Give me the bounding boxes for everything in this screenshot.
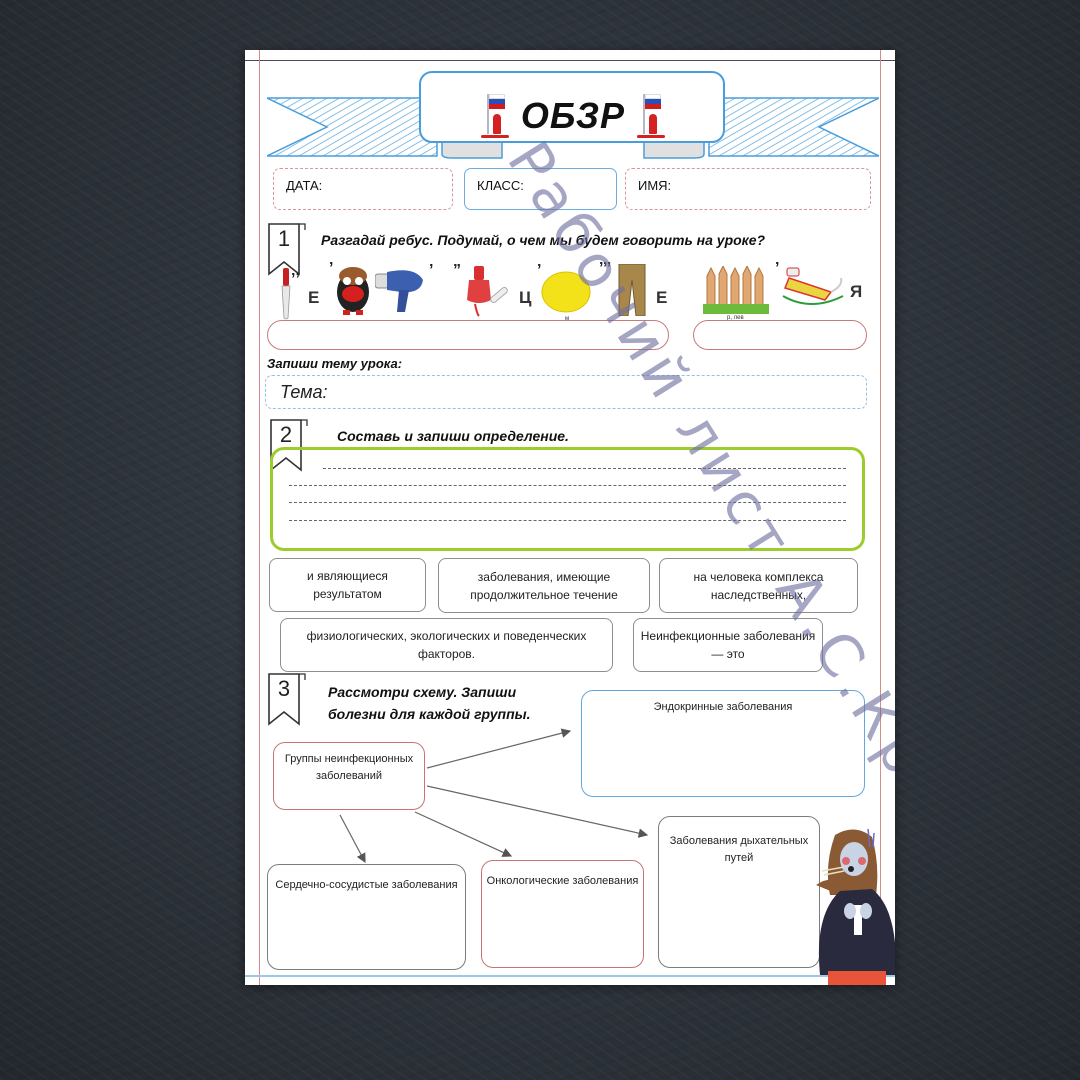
task-1-bookmark-icon: 1: [267, 220, 306, 276]
rebus-answer-field-2[interactable]: [693, 320, 867, 350]
date-label: ДАТА:: [286, 178, 323, 193]
rebus-letter: Я: [850, 282, 863, 301]
task-2-title: Составь и запиши определение.: [337, 428, 569, 444]
title-banner: ОБЗР: [267, 70, 879, 162]
name-field[interactable]: ИМЯ:: [625, 168, 871, 210]
definition-fragment[interactable]: и являющиеся результатом: [269, 558, 426, 612]
answer-line: [323, 468, 846, 469]
task-1-number: 1: [277, 226, 291, 251]
definition-fragment[interactable]: физиологических, экологических и поведен…: [280, 618, 613, 672]
answer-line: [289, 485, 846, 486]
lemon-icon: [541, 271, 591, 313]
rebus-letter: Ц: [519, 288, 532, 307]
trousers-icon: [618, 264, 646, 316]
class-label: КЛАСС:: [477, 178, 524, 193]
definition-answer-area[interactable]: [270, 447, 865, 551]
rebus-letter: Е: [308, 288, 320, 307]
left-margin-line: [259, 50, 260, 985]
banner-title-group: ОБЗР: [442, 88, 704, 144]
worksheet-page: ОБЗР ДАТА: КЛАСС: ИМЯ: 1 Разгадай ребус.…: [245, 50, 895, 985]
right-margin-line: [880, 50, 881, 985]
group-box-cardiovascular[interactable]: Сердечно-сосудистые заболевания: [267, 864, 466, 970]
task-3-number: 3: [277, 676, 291, 701]
penguin-pilot-icon: [337, 267, 369, 315]
group-box-oncological[interactable]: Онкологические заболевания: [481, 860, 644, 968]
russian-flag-soldier-icon: [637, 92, 666, 140]
bottom-rule: [245, 975, 895, 977]
rebus-puzzle: ‚‚ Е ’ ’ ” Ц ’ м ’’’ Е р, лев ’ Я: [275, 260, 875, 322]
theme-field-label: Тема:: [280, 382, 328, 402]
theme-prompt: Запиши тему урока:: [267, 356, 403, 371]
rebus-answer-field-1[interactable]: [267, 320, 669, 350]
task-3-bookmark-icon: 3: [267, 670, 306, 726]
answer-line: [289, 520, 846, 521]
definition-fragment[interactable]: на человека комплекса наследственных,: [659, 558, 858, 613]
task-3-title: Рассмотри схему. Запиши болезни для кажд…: [328, 684, 531, 722]
rebus-letter: Е: [656, 288, 668, 307]
task-2-number: 2: [279, 422, 293, 447]
task-1-title: Разгадай ребус. Подумай, о чем мы будем …: [321, 232, 766, 248]
sled-icon: [782, 267, 844, 305]
diagram-arrows: [339, 728, 649, 864]
knife-icon: [281, 268, 291, 320]
russian-flag-soldier-icon: [480, 92, 509, 140]
coughing-girl-illustration: [816, 828, 895, 985]
definition-fragment[interactable]: Неинфекционные заболевания — это: [633, 618, 823, 672]
hair-dryer-icon: [375, 270, 423, 312]
class-field[interactable]: КЛАСС:: [464, 168, 617, 210]
date-field[interactable]: ДАТА:: [273, 168, 453, 210]
theme-input[interactable]: Тема:: [265, 375, 867, 409]
answer-line: [289, 502, 846, 503]
top-rule: [245, 60, 895, 61]
diagram-center-node: Группы неинфекционных заболеваний: [273, 742, 425, 810]
fence-icon: [703, 266, 769, 314]
name-label: ИМЯ:: [638, 178, 672, 193]
group-box-endocrine[interactable]: Эндокринные заболевания: [581, 690, 865, 797]
nail-polish-icon: [467, 266, 508, 317]
definition-fragment[interactable]: заболевания, имеющие продолжительное теч…: [438, 558, 650, 613]
subject-title: ОБЗР: [520, 95, 626, 136]
group-box-respiratory[interactable]: Заболевания дыхательных путей: [658, 816, 820, 968]
